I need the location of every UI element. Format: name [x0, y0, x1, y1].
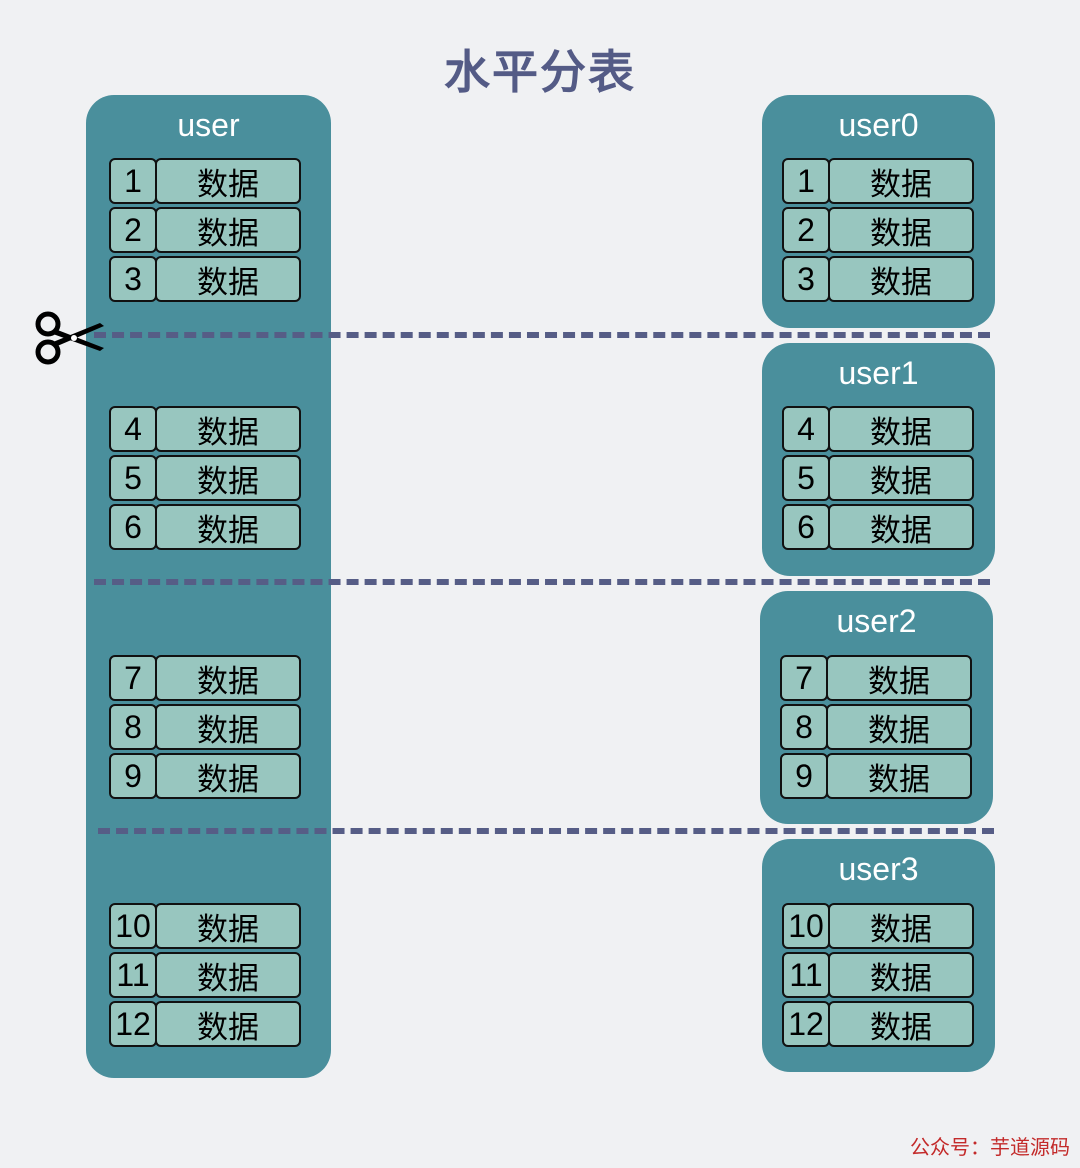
row-data-cell: 数据 — [828, 903, 974, 949]
row-data-cell: 数据 — [828, 256, 974, 302]
row-id-cell: 11 — [109, 952, 157, 998]
row-id-cell: 8 — [109, 704, 157, 750]
row-data-cell: 数据 — [826, 704, 972, 750]
cut-line-2 — [94, 579, 990, 585]
row-data-cell: 数据 — [155, 952, 301, 998]
row-data-cell: 数据 — [828, 207, 974, 253]
row-data-cell: 数据 — [828, 504, 974, 550]
row-id-cell: 1 — [109, 158, 157, 204]
row-data-cell: 数据 — [828, 952, 974, 998]
row-data-cell: 数据 — [155, 406, 301, 452]
row-data-cell: 数据 — [155, 704, 301, 750]
row-id-cell: 5 — [782, 455, 830, 501]
watermark: 公众号：芋道源码 — [910, 1135, 1070, 1159]
row-id-cell: 3 — [109, 256, 157, 302]
row-id-cell: 8 — [780, 704, 828, 750]
row-data-cell: 数据 — [155, 207, 301, 253]
table-name-user1: user1 — [838, 355, 919, 391]
row-id-cell: 7 — [109, 655, 157, 701]
cut-line-3 — [98, 828, 994, 834]
row-id-cell: 1 — [782, 158, 830, 204]
row-id-cell: 7 — [780, 655, 828, 701]
row-data-cell: 数据 — [155, 753, 301, 799]
row-id-cell: 10 — [109, 903, 157, 949]
row-data-cell: 数据 — [826, 753, 972, 799]
diagram-title: 水平分表 — [444, 45, 636, 99]
row-id-cell: 3 — [782, 256, 830, 302]
row-data-cell: 数据 — [155, 1001, 301, 1047]
table-name-user2: user2 — [836, 603, 917, 639]
row-data-cell: 数据 — [155, 504, 301, 550]
row-id-cell: 6 — [109, 504, 157, 550]
row-data-cell: 数据 — [155, 455, 301, 501]
scissors-icon — [35, 311, 104, 365]
row-data-cell: 数据 — [155, 903, 301, 949]
row-id-cell: 12 — [782, 1001, 830, 1047]
row-data-cell: 数据 — [826, 655, 972, 701]
row-id-cell: 11 — [782, 952, 830, 998]
row-id-cell: 6 — [782, 504, 830, 550]
row-id-cell: 10 — [782, 903, 830, 949]
row-data-cell: 数据 — [828, 1001, 974, 1047]
table-name-user: user — [177, 107, 240, 143]
row-data-cell: 数据 — [155, 256, 301, 302]
row-id-cell: 4 — [782, 406, 830, 452]
row-data-cell: 数据 — [155, 158, 301, 204]
row-data-cell: 数据 — [828, 158, 974, 204]
row-id-cell: 9 — [109, 753, 157, 799]
table-name-user3: user3 — [838, 851, 919, 887]
row-id-cell: 12 — [109, 1001, 157, 1047]
row-id-cell: 2 — [782, 207, 830, 253]
row-data-cell: 数据 — [155, 655, 301, 701]
row-data-cell: 数据 — [828, 455, 974, 501]
table-name-user0: user0 — [838, 107, 919, 143]
cut-line-1 — [94, 332, 990, 338]
row-id-cell: 5 — [109, 455, 157, 501]
row-id-cell: 4 — [109, 406, 157, 452]
row-data-cell: 数据 — [828, 406, 974, 452]
row-id-cell: 2 — [109, 207, 157, 253]
row-id-cell: 9 — [780, 753, 828, 799]
